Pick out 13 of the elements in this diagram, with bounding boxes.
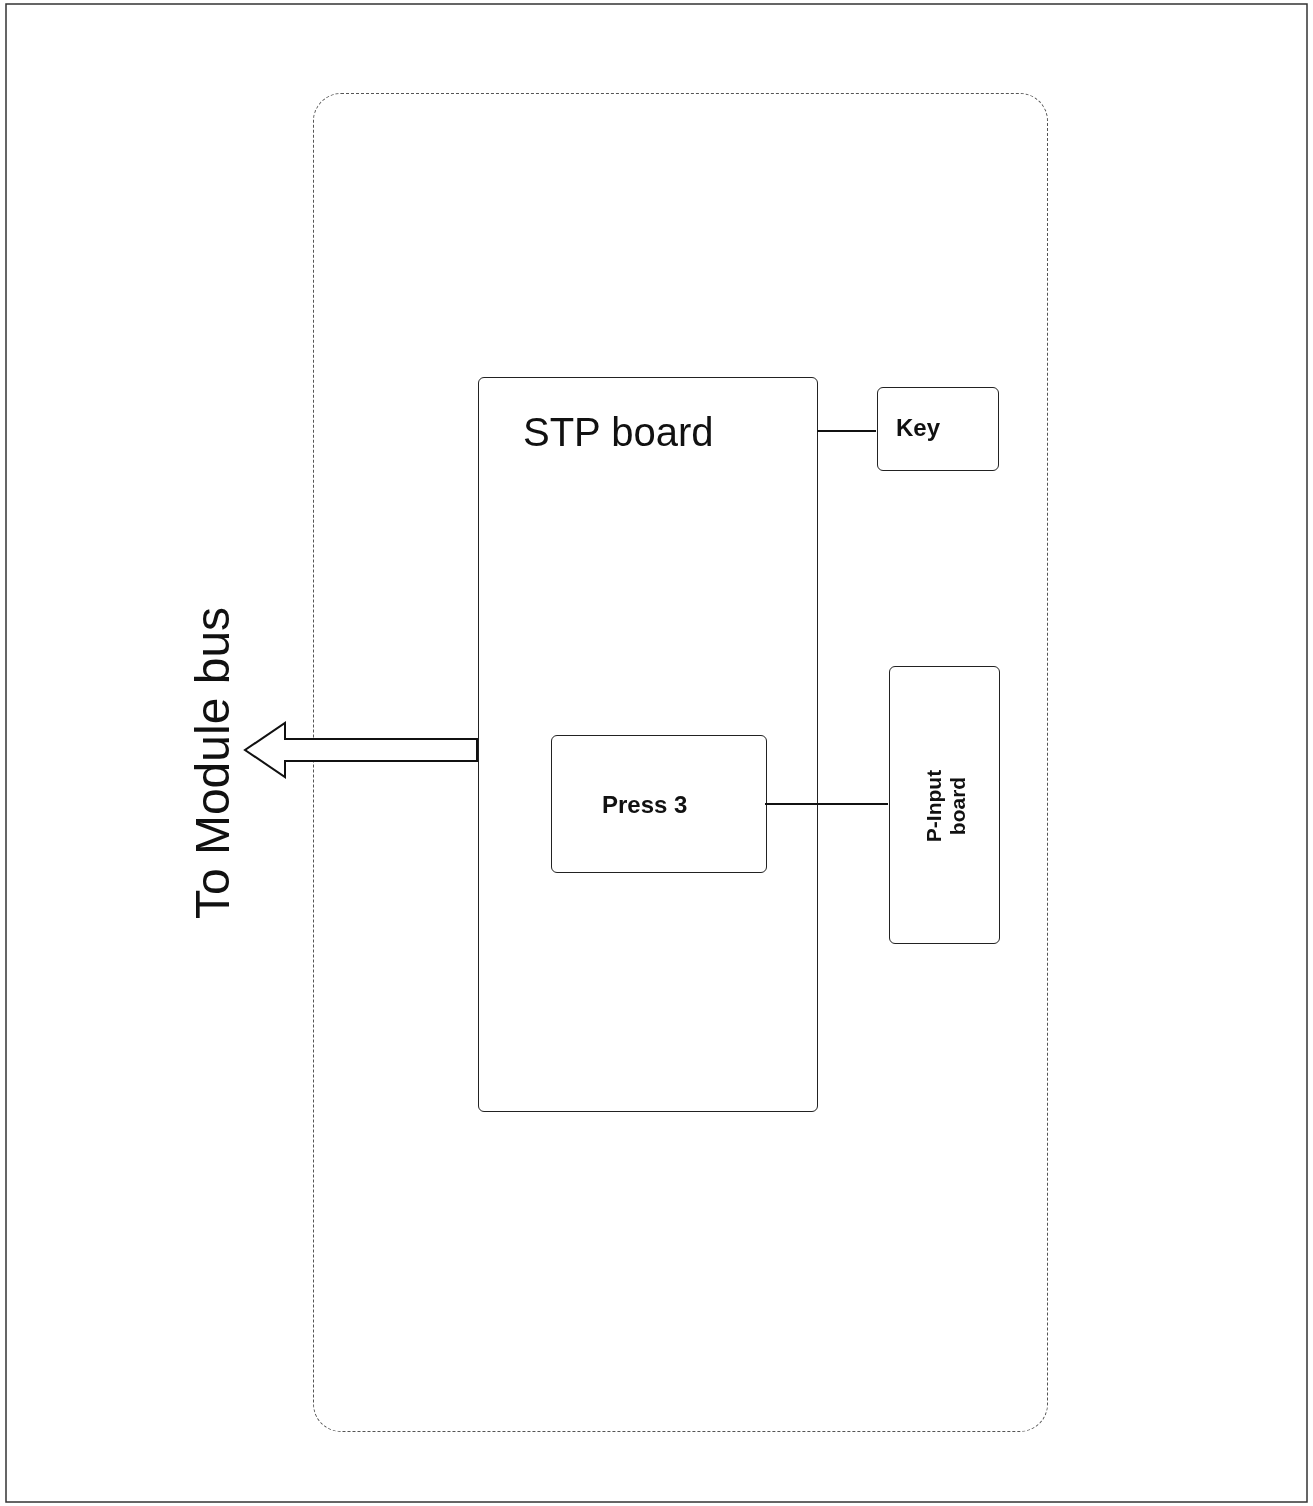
board-label: P-Input board — [921, 768, 970, 845]
module-box — [551, 735, 767, 873]
connector-line — [764, 803, 889, 805]
bus-arrow — [243, 721, 478, 779]
board-title: STP board — [523, 410, 714, 455]
key-box — [877, 387, 999, 471]
enclosure-outline — [313, 93, 1048, 1432]
board-box — [889, 666, 1000, 944]
connector-line — [816, 430, 877, 432]
component-label: Press 3 — [602, 791, 688, 819]
bus-label: To Module bus — [184, 606, 240, 920]
component-label: Key — [896, 414, 941, 442]
board-box — [478, 377, 818, 1112]
